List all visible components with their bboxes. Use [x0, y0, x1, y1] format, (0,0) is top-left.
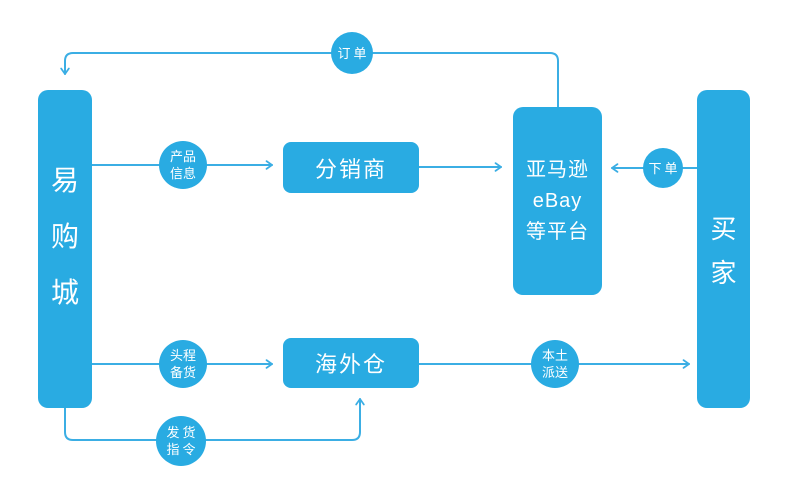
edge-label-chanpinxinxi: 产品 信息 — [159, 141, 207, 189]
edge-label-touchengbeihuo: 头程 备货 — [159, 340, 207, 388]
edge-label-chanpinxinxi-line: 信息 — [169, 166, 196, 181]
node-platform-line: 等平台 — [526, 220, 589, 243]
edge-order-platform-to-yigoucheng — [60, 52, 559, 108]
edge-label-fahuozhiling-line: 发货 — [166, 425, 199, 440]
node-fenxiaoshang-label: 分销商 — [314, 156, 387, 182]
node-maijia-label: 买 家 — [710, 209, 736, 290]
node-haiwaicang-label: 海外仓 — [314, 352, 387, 377]
edge-label-xiadan: 下单 — [643, 148, 683, 188]
edge-label-xiadan-text: 下单 — [648, 160, 681, 176]
node-maijia-char: 买 — [710, 213, 737, 244]
node-haiwaicang: 海外仓 — [283, 338, 419, 388]
node-yigoucheng-char: 易 — [50, 165, 79, 196]
edge-label-bentupaisong-line: 派送 — [541, 365, 568, 380]
node-yigoucheng-char: 城 — [50, 277, 79, 308]
edge-label-dingdan: 订单 — [331, 32, 373, 74]
node-yigoucheng-label: 易 购 城 — [51, 159, 79, 311]
node-yigoucheng: 易 购 城 — [38, 90, 92, 408]
node-platform: 亚马逊 eBay 等平台 — [513, 107, 602, 295]
edge-label-dingdan-text: 订单 — [337, 45, 370, 61]
node-platform-line: 亚马逊 — [526, 158, 589, 181]
edge-ship-command-yigoucheng-to-haiwaicang — [64, 398, 365, 441]
edge-label-fahuozhiling-line: 指令 — [166, 442, 199, 457]
edge-label-touchengbeihuo-line: 头程 — [169, 348, 196, 363]
edge-label-bentupaisong: 本土 派送 — [531, 340, 579, 388]
edge-label-chanpinxinxi-line: 产品 — [169, 149, 196, 164]
edge-label-fahuozhiling: 发货 指令 — [156, 416, 206, 466]
node-platform-line: eBay — [532, 189, 583, 212]
node-maijia-char: 家 — [710, 257, 737, 288]
node-fenxiaoshang: 分销商 — [283, 142, 419, 193]
edge-label-touchengbeihuo-line: 备货 — [169, 365, 196, 380]
edge-label-bentupaisong-line: 本土 — [541, 348, 568, 363]
node-maijia: 买 家 — [697, 90, 750, 408]
node-yigoucheng-char: 购 — [50, 221, 79, 252]
